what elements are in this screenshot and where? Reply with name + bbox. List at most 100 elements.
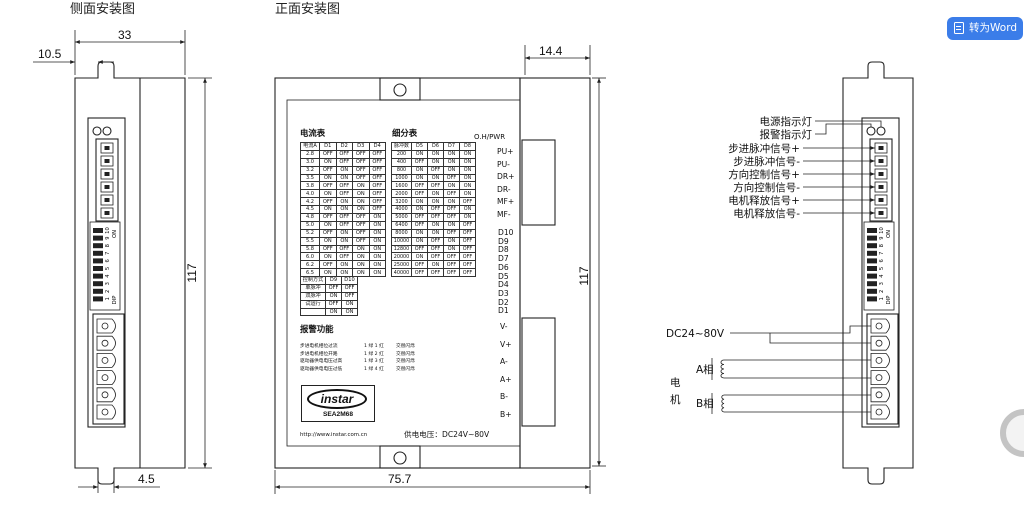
side-panel-dip-on-label: ON bbox=[112, 230, 118, 238]
side-housing-outline bbox=[74, 61, 186, 485]
current-table-cell: OFF bbox=[335, 157, 353, 167]
wiring-panel-terminal-screw bbox=[875, 391, 883, 399]
label-step-pulse-plus: 步进脉冲信号+ bbox=[728, 142, 800, 155]
microstep-table-cell: ON bbox=[459, 149, 476, 159]
microstep-table-cell: ON bbox=[427, 260, 444, 270]
document-convert-icon bbox=[954, 22, 964, 34]
alarm-fault-name: 步进电机相位开路 bbox=[300, 351, 338, 357]
microstep-table-cell: ON bbox=[443, 197, 460, 207]
microstep-table-cell: ON bbox=[411, 165, 428, 175]
alarm-fault-name: 步进电机相位过流 bbox=[300, 344, 338, 349]
dim-label-side-bottom: 4.5 bbox=[138, 472, 155, 486]
current-table-cell: 4.2 bbox=[300, 197, 320, 207]
microstep-table-cell: ON bbox=[427, 228, 444, 238]
wiring-panel-alarm-led bbox=[876, 126, 886, 136]
wiring-panel-dip-lever bbox=[867, 250, 877, 256]
floating-ball-icon[interactable] bbox=[1000, 409, 1024, 457]
wiring-panel-dip-number: 3 bbox=[879, 282, 885, 285]
current-table-cell: 5.0 bbox=[300, 220, 320, 230]
microstep-table-cell: 6400 bbox=[391, 220, 412, 230]
current-table-cell: ON bbox=[368, 220, 386, 230]
alarm-fault-name: 驱动器供电电压过高 bbox=[300, 359, 343, 364]
side-panel-dip-lever bbox=[93, 288, 103, 294]
control-mode-table-cell: ON bbox=[325, 291, 342, 301]
label-direction-minus: 方向控制信号- bbox=[733, 181, 800, 194]
wiring-panel-dip-lever bbox=[867, 296, 877, 302]
microstep-table-cell: OFF bbox=[443, 260, 460, 270]
alarm-led-code: 1 绿 2 红 bbox=[364, 351, 384, 357]
motor-coil-b bbox=[721, 394, 725, 413]
label-release-minus: 电机释放信号- bbox=[733, 207, 800, 220]
current-table-cell: 3.0 bbox=[300, 157, 320, 167]
current-table-cell: ON bbox=[335, 236, 353, 246]
side-view-title: 侧面安装图 bbox=[70, 2, 136, 17]
current-table-cell: 5.2 bbox=[300, 228, 320, 238]
current-table-cell: ON bbox=[368, 244, 386, 254]
side-panel-signal-pin-hole bbox=[104, 172, 110, 176]
wire-power-positive bbox=[769, 333, 871, 344]
wiring-panel-power-terminal bbox=[870, 370, 890, 385]
side-panel-signal-pin-hole bbox=[104, 159, 110, 163]
microstep-table-cell: ON bbox=[411, 236, 428, 246]
current-table-cell: OFF bbox=[319, 165, 337, 175]
microstep-table-cell: OFF bbox=[411, 268, 428, 278]
front-signal-terminal-label: PU+ bbox=[497, 147, 514, 156]
side-panel-dip-lever bbox=[93, 228, 103, 233]
current-table-title: 电流表 bbox=[300, 128, 326, 138]
alarm-fault-name: 驱动器供电电压过低 bbox=[300, 366, 343, 372]
current-table-cell: ON bbox=[335, 228, 353, 238]
front-view bbox=[274, 77, 591, 469]
side-panel-dip-number: 10 bbox=[105, 227, 111, 234]
alarm-led-code: 1 绿 3 红 bbox=[364, 359, 384, 364]
current-table-header-cell: D3 bbox=[352, 142, 370, 151]
microstep-table-cell: 5000 bbox=[391, 213, 412, 222]
microstep-table-cell: 800 bbox=[391, 165, 412, 175]
wiring-panel-signal-pin-hole bbox=[878, 198, 884, 202]
label-release-plus: 电机释放信号+ bbox=[728, 194, 800, 207]
microstep-table-cell: ON bbox=[443, 220, 460, 230]
side-panel-dip-number: 8 bbox=[105, 244, 111, 247]
microstep-table-cell: OFF bbox=[411, 220, 428, 230]
microstep-table-cell: OFF bbox=[427, 236, 444, 246]
side-panel-face bbox=[87, 117, 126, 428]
control-mode-table-header-cell: D10 bbox=[341, 276, 358, 285]
microstep-table-cell: 40000 bbox=[391, 268, 412, 278]
side-panel-dip-number: 2 bbox=[105, 290, 111, 293]
current-table-cell: OFF bbox=[319, 149, 337, 159]
wiring-panel-dip-lever bbox=[867, 288, 877, 294]
microstep-table-cell: ON bbox=[459, 165, 476, 175]
front-power-terminal-label: V- bbox=[500, 322, 508, 331]
front-signal-terminal-label: MF+ bbox=[497, 197, 515, 207]
current-table-cell: 2.8 bbox=[300, 149, 320, 159]
microstep-table-cell: OFF bbox=[459, 252, 476, 262]
microstep-table-cell: OFF bbox=[443, 205, 460, 215]
current-table-cell: OFF bbox=[368, 197, 386, 207]
wiring-panel-terminal-screw bbox=[875, 408, 883, 416]
wiring-panel-power-connector bbox=[866, 313, 899, 425]
microstep-table-cell: 4000 bbox=[391, 205, 412, 215]
control-mode-table-header-cell: D9 bbox=[325, 276, 342, 285]
current-table-cell: ON bbox=[352, 181, 370, 191]
convert-to-word-button[interactable]: 转为Word bbox=[947, 17, 1023, 40]
side-panel-dip-number: 4 bbox=[105, 274, 111, 278]
current-table-cell: ON bbox=[319, 252, 337, 262]
microstep-table-cell: OFF bbox=[411, 213, 428, 222]
current-table-cell: OFF bbox=[335, 252, 353, 262]
floating-ball-button[interactable] bbox=[1000, 409, 1024, 457]
side-panel-dip-lever bbox=[93, 296, 103, 302]
wiring-panel-power-terminal bbox=[870, 335, 890, 351]
current-table-header-cell: D4 bbox=[368, 142, 386, 151]
website-text: http://www.instar.com.cn bbox=[300, 432, 368, 438]
